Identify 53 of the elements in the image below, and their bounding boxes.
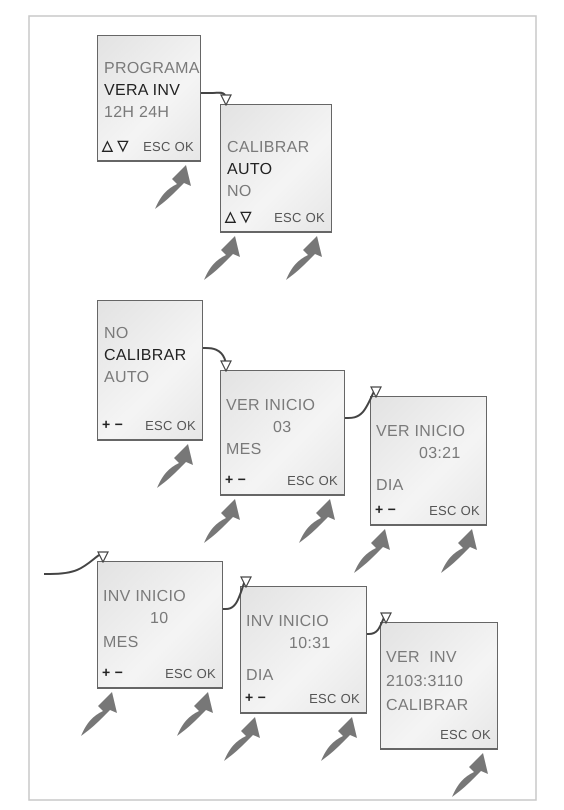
display-text: 10:31: [289, 635, 331, 653]
lcd-screen: [97, 35, 201, 162]
key-symbols: + −: [375, 500, 396, 518]
display-text: VER INV: [386, 649, 457, 667]
display-text: 12H 24H: [104, 104, 170, 122]
display-text: PROGRAMA: [104, 60, 200, 78]
lcd-screen: [220, 104, 332, 233]
arrow: [203, 347, 232, 372]
arrow: [223, 576, 252, 610]
key-labels: ESC OK: [429, 502, 480, 520]
display-text: NO: [104, 325, 129, 343]
arrow: [367, 612, 392, 635]
key-labels: ESC OK: [287, 472, 338, 490]
display-text: MES: [226, 441, 262, 459]
key-symbols: + −: [102, 663, 124, 681]
lcd-screen: [220, 370, 345, 496]
display-text: 10: [150, 610, 168, 628]
lcd-screen: [380, 622, 498, 750]
key-labels: ESC OK: [440, 726, 491, 744]
arrow: [44, 551, 109, 575]
display-text: CALIBRAR: [227, 139, 310, 157]
key-symbols: + −: [225, 470, 246, 488]
display-text: VERA INV: [104, 82, 180, 100]
display-text: 03:21: [419, 445, 461, 463]
display-text: AUTO: [227, 161, 272, 179]
lcd-screen: [370, 396, 487, 526]
arrow: [201, 92, 232, 106]
lcd-screen: [97, 561, 223, 689]
display-text: AUTO: [104, 369, 150, 387]
key-labels: ESC OK: [145, 417, 196, 435]
key-symbols: + −: [102, 415, 124, 433]
key-symbols: △ ▽: [102, 136, 129, 154]
display-text: 2103:3110: [386, 673, 464, 691]
lcd-screen: [240, 586, 367, 714]
key-labels: ESC OK: [143, 138, 194, 156]
display-text: VER INICIO: [226, 397, 316, 415]
display-text: VER INICIO: [376, 423, 466, 441]
key-symbols: + −: [245, 688, 266, 706]
display-text: INV INICIO: [246, 613, 330, 631]
display-text: DIA: [246, 667, 274, 685]
display-text: MES: [103, 634, 139, 652]
display-text: CALIBRAR: [386, 697, 468, 715]
display-text: NO: [227, 183, 252, 201]
key-symbols: △ ▽: [225, 207, 252, 225]
display-text: INV INICIO: [103, 588, 186, 606]
display-text: 03: [273, 419, 292, 437]
lcd-screen: [97, 300, 203, 441]
display-text: DIA: [376, 477, 404, 495]
key-labels: ESC OK: [274, 209, 325, 227]
key-labels: ESC OK: [165, 665, 216, 683]
arrow: [345, 386, 382, 419]
key-labels: ESC OK: [309, 690, 360, 708]
display-text: CALIBRAR: [104, 347, 186, 365]
